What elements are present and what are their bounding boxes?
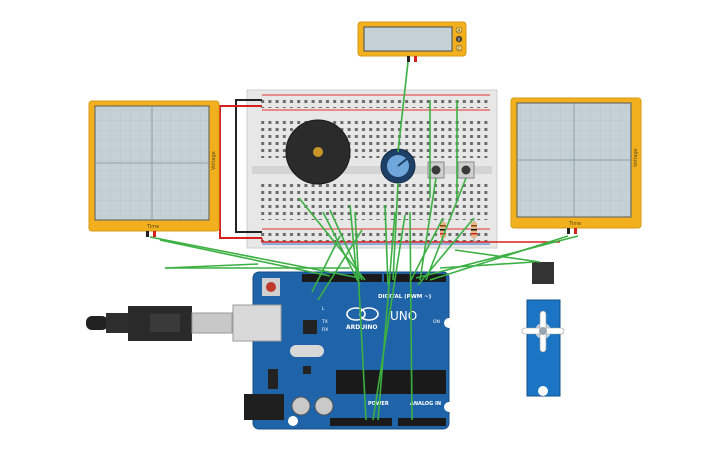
push-button-1[interactable] xyxy=(427,161,445,179)
resistor-2[interactable] xyxy=(471,218,477,244)
arduino-tx-label: TX xyxy=(321,319,328,325)
wire-16 xyxy=(409,211,413,421)
push-button-2[interactable] xyxy=(457,161,475,179)
wire-22 xyxy=(415,235,579,279)
wire-14 xyxy=(417,217,475,286)
wire-25 xyxy=(354,211,367,421)
wire-23 xyxy=(439,261,535,269)
wire-7 xyxy=(384,204,389,286)
oscilloscope-right[interactable]: Voltage Time xyxy=(510,97,642,234)
potentiometer[interactable] xyxy=(380,148,416,184)
wire-17 xyxy=(149,236,361,279)
wire-13 xyxy=(410,217,444,281)
wire-20 xyxy=(164,263,259,269)
wire-8 xyxy=(372,214,406,421)
wire-15 xyxy=(377,211,396,421)
multimeter[interactable]: A V C xyxy=(357,21,467,62)
arduino-digital-label: DIGITAL (PWM ~) xyxy=(378,294,432,300)
arduino-analog-label: ANALOG IN xyxy=(410,401,441,407)
signal-wires xyxy=(149,61,579,421)
wire-18 xyxy=(159,239,331,277)
wire-4 xyxy=(322,211,361,286)
multimeter-terminal-v: V xyxy=(458,37,461,42)
oscilloscope-left-voltage-label: Voltage xyxy=(211,151,217,170)
wire-11 xyxy=(419,177,437,281)
arduino-l-label: L xyxy=(322,306,325,312)
arduino-uno[interactable]: ARDUINO UNO DIGITAL (PWM ~) POWER ANALOG… xyxy=(232,271,454,430)
piezo-buzzer[interactable] xyxy=(285,119,351,185)
wire-5 xyxy=(397,61,409,153)
oscilloscope-right-voltage-label: Voltage xyxy=(633,148,639,167)
wire-1 xyxy=(298,197,366,281)
wire-27 xyxy=(311,235,341,293)
wire-21 xyxy=(429,235,569,281)
wire-12 xyxy=(425,177,467,281)
wire-6 xyxy=(392,182,399,281)
usb-cable[interactable] xyxy=(86,306,233,341)
oscilloscope-left-time-label: Time xyxy=(146,224,159,230)
oscilloscope-left[interactable]: Voltage Time xyxy=(88,100,220,237)
arduino-on-label: ON xyxy=(433,319,440,325)
wire-24 xyxy=(454,249,541,263)
multimeter-terminal-a: A xyxy=(458,28,461,33)
arduino-model-text: UNO xyxy=(390,309,417,323)
power-wires xyxy=(219,99,560,243)
servo-motor[interactable] xyxy=(521,262,565,397)
multimeter-terminal-com: C xyxy=(458,46,461,51)
arduino-power-label: POWER xyxy=(368,401,389,407)
breadboard[interactable] xyxy=(246,89,498,249)
arduino-rx-label: RX xyxy=(322,327,328,333)
wire-26 xyxy=(317,229,363,301)
oscilloscope-right-time-label: Time xyxy=(568,221,581,227)
